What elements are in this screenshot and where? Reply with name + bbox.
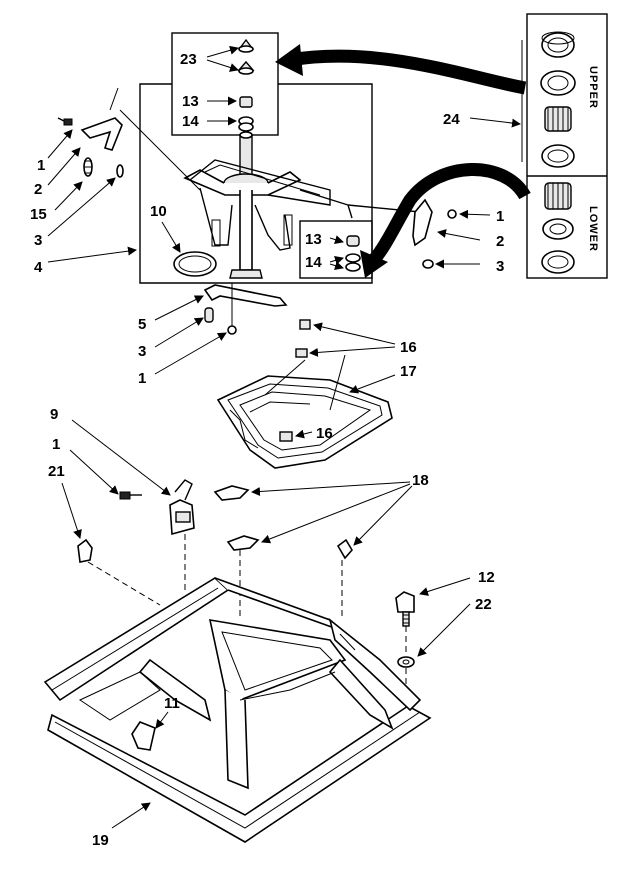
callout-17: 17 xyxy=(400,363,417,380)
clip-part-18-b xyxy=(226,535,260,551)
callout-1-upper-left: 1 xyxy=(37,157,45,174)
callout-14-top: 14 xyxy=(182,113,199,130)
upper-kit-label: UPPER xyxy=(587,66,599,109)
assembly-outline-4 xyxy=(139,83,373,284)
kit-arrow-lower-head xyxy=(360,250,388,278)
kit-curved-arrows xyxy=(275,44,531,278)
seal-part-23 xyxy=(237,38,255,75)
callout-13-top: 13 xyxy=(182,93,199,110)
kit-arrow-upper-head xyxy=(275,44,303,76)
kit-panel-border xyxy=(526,13,608,279)
upper-kit-parts xyxy=(540,31,576,168)
callout-15: 15 xyxy=(30,206,47,223)
callout-19: 19 xyxy=(92,832,109,849)
washer-part-14-top xyxy=(238,116,254,132)
callout-1-lower-left: 1 xyxy=(138,370,146,387)
callout-leaders xyxy=(47,45,521,829)
callout-1-lower: 1 xyxy=(52,436,60,453)
callout-3-right: 3 xyxy=(496,258,504,275)
callout-4: 4 xyxy=(34,259,43,276)
tub-support-frame-17 xyxy=(216,319,393,469)
callout-2-upper-left: 2 xyxy=(34,181,42,198)
callout-3-upper-left: 3 xyxy=(34,232,42,249)
base-frame-19 xyxy=(43,577,432,843)
callout-11: 11 xyxy=(164,695,180,712)
callout-14-right: 14 xyxy=(305,254,322,271)
top-assembly-group xyxy=(57,32,457,335)
callout-24: 24 xyxy=(443,111,460,128)
bearing-part-13-right xyxy=(346,235,360,247)
callout-21: 21 xyxy=(48,463,65,480)
center-shaft xyxy=(183,131,302,279)
clip-part-11 xyxy=(131,721,156,751)
clip-part-18-c xyxy=(336,538,353,560)
callout-12: 12 xyxy=(478,569,495,586)
washer-part-14-right xyxy=(345,253,361,272)
callout-22: 22 xyxy=(475,596,492,613)
pad-part-16-c xyxy=(279,431,293,442)
gearcase-mount-frame xyxy=(119,109,421,251)
lower-bracket-hardware xyxy=(203,283,288,335)
lower-hardware-group xyxy=(77,479,415,710)
lower-kit-label: LOWER xyxy=(587,206,599,252)
clip-part-21 xyxy=(77,538,93,563)
callout-5: 5 xyxy=(138,316,146,333)
callout-9: 9 xyxy=(50,406,58,423)
callout-16-lower: 16 xyxy=(316,425,333,442)
inset-box-right xyxy=(299,220,373,279)
clip-part-18-a xyxy=(213,485,250,501)
callout-13-right: 13 xyxy=(305,231,322,248)
callout-18: 18 xyxy=(412,472,429,489)
right-bracket-hardware xyxy=(412,198,457,269)
callout-1-right: 1 xyxy=(496,208,504,225)
leveling-leg-part-12 xyxy=(395,591,415,627)
callout-numbers: 23 13 14 24 1 2 15 3 4 10 13 14 1 2 3 5 … xyxy=(30,51,504,849)
left-bracket-hardware xyxy=(57,87,124,178)
bracket-part-9 xyxy=(169,479,195,536)
lower-kit-parts xyxy=(541,182,575,274)
pad-part-16-a xyxy=(299,319,311,330)
callout-3-lower-left: 3 xyxy=(138,343,146,360)
bearing-part-13-top xyxy=(239,96,253,108)
bearing-kit-panel: UPPER LOWER xyxy=(521,13,608,279)
bolt-part-1-lower xyxy=(119,491,142,500)
pad-part-16-b xyxy=(295,348,308,358)
gasket-part-10 xyxy=(173,251,217,277)
nut-part-22 xyxy=(397,656,415,668)
callout-10: 10 xyxy=(150,203,167,220)
callout-2-right: 2 xyxy=(496,233,504,250)
callout-16-upper: 16 xyxy=(400,339,417,356)
callout-23: 23 xyxy=(180,51,197,68)
